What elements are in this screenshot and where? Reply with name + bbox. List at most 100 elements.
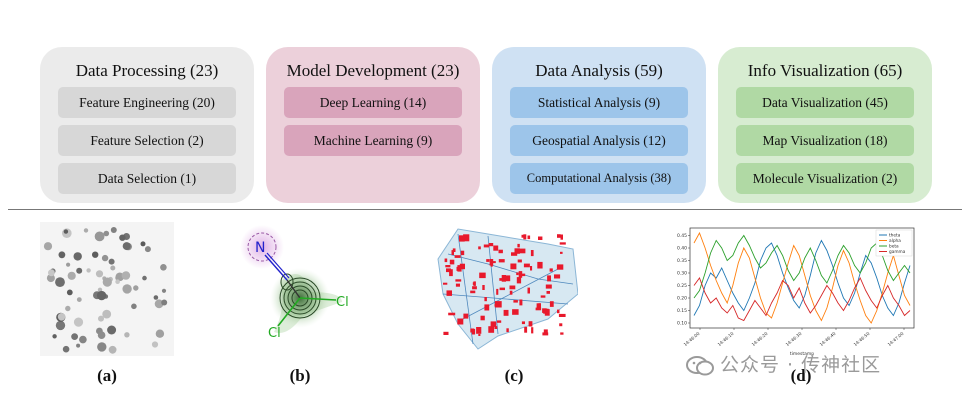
building-footprint [557, 309, 560, 314]
legend-label: beta [889, 244, 899, 250]
building-footprint [546, 291, 550, 294]
cell-blob [140, 241, 146, 247]
building-footprint [531, 327, 534, 334]
building-footprint [448, 312, 456, 316]
legend-label: alpha [889, 238, 901, 244]
cell-blob [86, 268, 91, 273]
building-footprint [549, 268, 553, 272]
building-footprint [454, 255, 461, 258]
building-footprint [494, 304, 501, 307]
building-footprint [479, 272, 486, 279]
card-title: Info Visualization (65) [747, 61, 903, 80]
building-footprint [497, 320, 502, 323]
building-footprint [457, 318, 464, 325]
cell-blob [55, 277, 65, 287]
building-footprint [560, 234, 563, 240]
building-footprint [536, 303, 540, 309]
cell-blob [96, 290, 107, 301]
building-footprint [528, 321, 533, 327]
building-footprint [494, 326, 498, 329]
cell-blob [67, 271, 76, 280]
legend-label: gamma [889, 250, 906, 255]
building-footprint [559, 242, 566, 245]
building-footprint [558, 313, 566, 317]
cell-blob [94, 231, 105, 242]
building-footprint [463, 313, 469, 319]
building-footprint [478, 333, 481, 336]
building-footprint [488, 326, 495, 333]
building-footprint [517, 259, 522, 263]
building-footprint [514, 248, 520, 254]
building-footprint [519, 273, 526, 277]
building-footprint [443, 282, 448, 285]
building-footprint [498, 259, 505, 263]
cell-blob [92, 251, 99, 258]
building-footprint [506, 328, 509, 333]
cell-blob [76, 297, 82, 302]
subcategory-item: Feature Selection (2) [58, 125, 236, 156]
caption-b: (b) [289, 366, 311, 385]
building-footprint [537, 261, 543, 269]
panel-c-map-image [437, 228, 578, 350]
building-footprint [452, 248, 456, 252]
card-title: Data Processing (23) [75, 61, 219, 80]
building-footprint [488, 243, 494, 247]
cell-blob [62, 345, 70, 353]
building-footprint [472, 282, 476, 285]
building-footprint [547, 275, 551, 282]
caption-a: (a) [97, 366, 117, 385]
y-tick-label: 0.45 [677, 233, 687, 239]
subcategory-item: Deep Learning (14) [284, 87, 462, 118]
building-footprint [478, 246, 481, 250]
panel-b-molecule-image: N Cl Cl [240, 225, 349, 341]
y-tick-label: 0.30 [677, 271, 687, 277]
cell-blob [110, 265, 116, 271]
cell-blob [131, 303, 137, 310]
building-footprint [490, 321, 497, 327]
building-footprint [554, 274, 561, 279]
caption-d: (d) [790, 366, 812, 385]
building-footprint [484, 304, 490, 311]
building-footprint [535, 307, 542, 311]
building-footprint [446, 268, 451, 273]
card-data-processing: Data Processing (23) Feature Engineering… [40, 47, 254, 203]
subcategory-item: Statistical Analysis (9) [510, 87, 688, 118]
building-footprint [443, 331, 449, 335]
building-footprint [521, 321, 525, 325]
cell-blob [142, 275, 147, 281]
building-footprint [510, 263, 517, 270]
panel-a-cell-image [40, 222, 174, 356]
cell-blob [155, 329, 165, 338]
cell-blob [108, 258, 115, 265]
subcategory-item: Geospatial Analysis (12) [510, 125, 688, 156]
subcategory-item: Map Visualization (18) [736, 125, 914, 156]
cell-blob [107, 325, 117, 335]
atom-label-cl: Cl [336, 295, 349, 310]
y-tick-label: 0.40 [677, 246, 687, 252]
cell-blob [43, 242, 53, 251]
building-footprint [540, 295, 546, 298]
x-axis-label: timestamp [790, 351, 814, 357]
card-title: Model Development (23) [286, 61, 460, 80]
building-footprint [516, 272, 519, 276]
y-tick-label: 0.25 [677, 283, 687, 289]
panel-d-line-chart: 0.450.400.350.300.250.200.150.10 14:46:0… [664, 222, 924, 360]
cell-blob [108, 345, 117, 354]
cell-blob [97, 342, 107, 352]
building-footprint [460, 250, 465, 256]
cell-blob [110, 227, 117, 233]
building-footprint [480, 315, 485, 321]
cell-blob [144, 246, 151, 253]
cell-blob [153, 295, 159, 300]
cell-blob [154, 299, 164, 309]
building-footprint [484, 297, 487, 302]
cell-blob [52, 334, 57, 339]
cell-blob [102, 309, 112, 319]
wechat-icon [686, 355, 714, 375]
building-footprint [451, 250, 454, 255]
subcategory-item: Molecule Visualization (2) [736, 163, 914, 194]
building-footprint [543, 329, 548, 334]
building-footprint [560, 332, 564, 335]
building-footprint [516, 277, 522, 284]
building-footprint [523, 234, 527, 240]
